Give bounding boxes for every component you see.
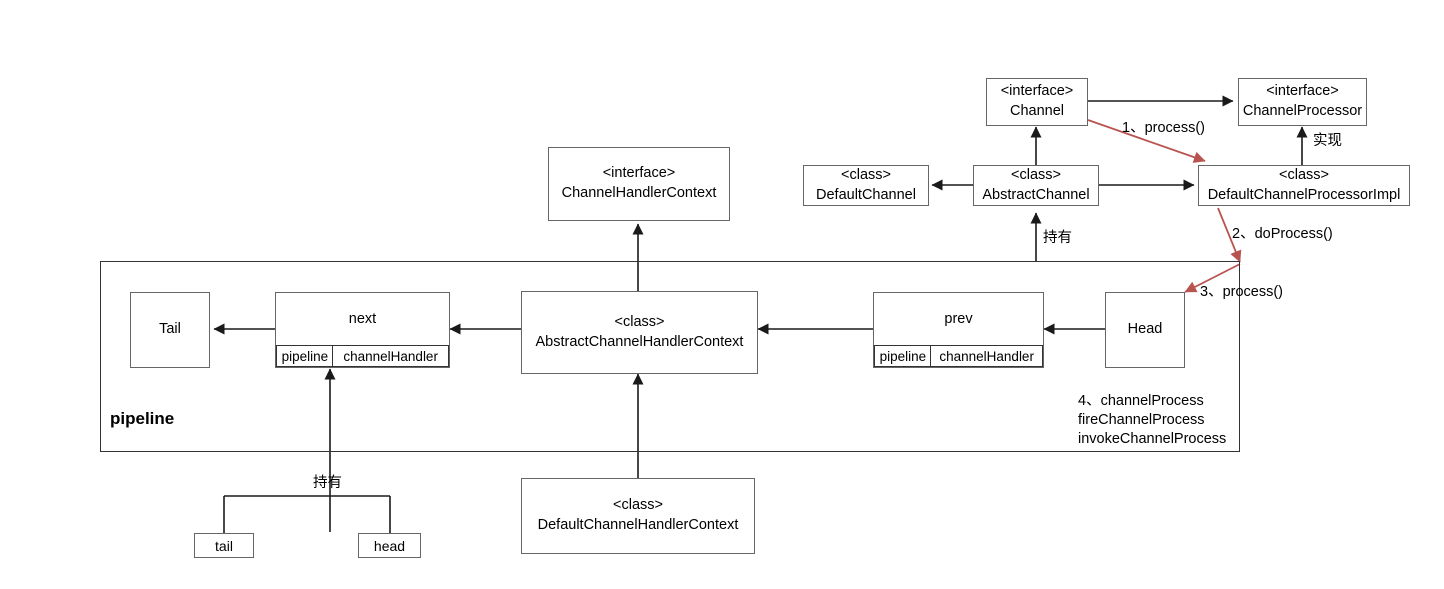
- label-holds-channel: 持有: [1043, 230, 1072, 246]
- node-tail-field[interactable]: tail: [194, 533, 254, 558]
- node-next-title: next: [348, 311, 377, 327]
- node-head-name: Head: [1127, 321, 1163, 338]
- pipeline-label: pipeline: [110, 409, 175, 428]
- node-default-ctx-stereotype: <class>: [613, 497, 663, 514]
- node-next-field-pipeline[interactable]: pipeline: [276, 345, 334, 367]
- label-step2: 2、doProcess(): [1232, 226, 1333, 242]
- node-channel-handler-context-name: ChannelHandlerContext: [561, 185, 717, 201]
- node-prev[interactable]: prev pipeline channelHandler: [873, 292, 1044, 368]
- node-next-fields: pipeline channelHandler: [276, 345, 449, 367]
- node-default-channel[interactable]: <class> DefaultChannel: [803, 165, 929, 206]
- node-prev-field-channelhandler[interactable]: channelHandler: [930, 345, 1043, 367]
- label-step4-line1: 4、channelProcess: [1078, 393, 1204, 409]
- label-holds-pipeline: 持有: [313, 475, 342, 491]
- node-abstract-ctx-stereotype: <class>: [614, 313, 665, 330]
- node-head-field-name: head: [373, 537, 406, 554]
- node-channel-handler-context[interactable]: <interface> ChannelHandlerContext: [548, 147, 730, 221]
- node-default-channel-processor-impl[interactable]: <class> DefaultChannelProcessorImpl: [1198, 165, 1410, 206]
- node-head[interactable]: Head: [1105, 292, 1185, 368]
- node-default-ctx-name: DefaultChannelHandlerContext: [537, 517, 739, 533]
- node-default-channel-name: DefaultChannel: [816, 186, 916, 203]
- node-abstract-channel-stereotype: <class>: [1011, 166, 1061, 183]
- label-step1: 1、process(): [1122, 120, 1205, 136]
- node-next[interactable]: next pipeline channelHandler: [275, 292, 450, 368]
- node-channel-processor[interactable]: <interface> ChannelProcessor: [1238, 78, 1367, 126]
- node-abstract-channel-handler-context[interactable]: <class> AbstractChannelHandlerContext: [521, 291, 758, 374]
- node-default-channel-stereotype: <class>: [841, 166, 891, 183]
- node-channel[interactable]: <interface> Channel: [986, 78, 1088, 126]
- node-channel-processor-stereotype: <interface>: [1266, 83, 1339, 100]
- node-abstract-channel[interactable]: <class> AbstractChannel: [973, 165, 1099, 206]
- node-prev-fields: pipeline channelHandler: [874, 345, 1043, 367]
- node-channel-handler-context-stereotype: <interface>: [602, 165, 676, 182]
- pipeline-container: [100, 261, 1240, 452]
- node-tail-name: Tail: [159, 321, 181, 338]
- node-prev-title: prev: [944, 311, 973, 327]
- label-step4: 4、channelProcess fireChannelProcess invo…: [1078, 392, 1226, 449]
- node-next-field-channelhandler[interactable]: channelHandler: [332, 345, 449, 367]
- node-prev-field-pipeline[interactable]: pipeline: [874, 345, 932, 367]
- node-tail-field-name: tail: [215, 537, 233, 554]
- node-channel-stereotype: <interface>: [1000, 83, 1074, 100]
- label-step3: 3、process(): [1200, 284, 1283, 300]
- node-default-channel-processor-impl-stereotype: <class>: [1279, 166, 1329, 183]
- node-channel-name: Channel: [1009, 103, 1064, 119]
- node-default-channel-handler-context[interactable]: <class> DefaultChannelHandlerContext: [521, 478, 755, 554]
- node-head-field[interactable]: head: [358, 533, 421, 558]
- label-implements: 实现: [1313, 133, 1342, 149]
- node-channel-processor-name: ChannelProcessor: [1242, 103, 1363, 119]
- node-tail[interactable]: Tail: [130, 292, 210, 368]
- node-abstract-ctx-name: AbstractChannelHandlerContext: [535, 333, 744, 350]
- node-abstract-channel-name: AbstractChannel: [982, 186, 1090, 203]
- label-step4-line3: invokeChannelProcess: [1078, 431, 1227, 448]
- node-default-channel-processor-impl-name: DefaultChannelProcessorImpl: [1207, 186, 1401, 203]
- label-step4-line2: fireChannelProcess: [1078, 412, 1205, 429]
